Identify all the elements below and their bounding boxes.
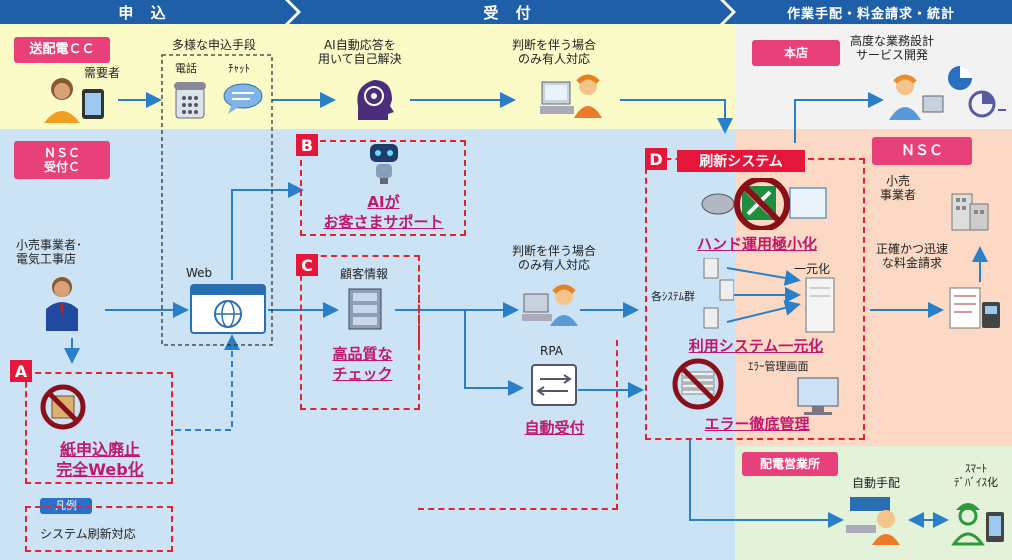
highlight-c-rpa-text: 自動受付 — [524, 419, 585, 437]
label-juyousha: 需要者 — [84, 66, 121, 80]
paper-prohibited-icon-d — [672, 358, 724, 410]
legend-box — [25, 506, 173, 552]
highlight-d-title-text: 刷新システム — [699, 154, 783, 170]
web-browser-icon — [190, 284, 266, 334]
operator-icon-2 — [522, 282, 584, 328]
customer-icon — [40, 75, 110, 123]
smart-device-worker-icon — [948, 494, 1008, 546]
dispatch-operator-icon — [846, 493, 912, 545]
letter-c: C — [296, 254, 318, 276]
label-chat: ﾁｬｯﾄ — [228, 62, 250, 75]
label-ai-jido: AI自動応答を 用いて自己解決 — [318, 38, 402, 66]
highlight-d-error: エラー徹底管理 — [704, 415, 810, 433]
highlight-d-riyou: 利用システム一元化 — [688, 337, 824, 355]
billing-icon — [944, 286, 1004, 330]
rpa-icon — [530, 363, 578, 407]
label-web: Web — [186, 266, 213, 280]
label-seikaku: 正確かつ迅速 な料金請求 — [876, 242, 949, 270]
label-tayou: 多様な申込手段 — [172, 38, 257, 52]
excel-prohibited-icon — [698, 178, 838, 230]
label-jido-tehai: 自動手配 — [852, 476, 901, 490]
highlight-b-box — [300, 140, 466, 236]
highlight-d-title: 刷新システム — [677, 150, 805, 172]
label-rpa: RPA — [540, 344, 564, 358]
label-kouri-jigyousha: 小売 事業者 — [880, 174, 917, 202]
highlight-c-text: 高品質な チェック — [332, 345, 393, 383]
system-servers-icon — [700, 258, 734, 332]
label-handan1: 判断を伴う場合 のみ有人対応 — [512, 38, 597, 66]
label-kokyaku: 顧客情報 — [340, 267, 389, 281]
highlight-c-box3 — [418, 255, 420, 345]
zone-nsc-uketsuke — [0, 129, 735, 560]
header-phase2: 受 付 — [483, 3, 537, 22]
label-ichigenka: 一元化 — [794, 262, 831, 276]
highlight-c-box2 — [418, 340, 618, 510]
label-kodo: 高度な業務設計 サービス開発 — [850, 34, 935, 62]
tag-soden: 送配電ＣＣ — [14, 37, 110, 63]
highlight-d-hand: ハンド運用極小化 — [696, 235, 817, 253]
analytics-icon — [942, 62, 1006, 122]
header-phase1: 申 込 — [118, 3, 172, 22]
highlight-a-text: 紙申込廃止 完全Web化 — [56, 440, 144, 479]
label-denwa: 電話 — [175, 62, 197, 75]
legend-chip-text: 凡例 — [55, 499, 77, 512]
label-handan2: 判断を伴う場合 のみ有人対応 — [512, 244, 597, 272]
highlight-a-box — [25, 372, 173, 484]
chat-icon — [222, 82, 264, 116]
label-error-kanri: ｴﾗｰ管理画面 — [748, 360, 809, 373]
letter-a: A — [10, 360, 32, 382]
label-kouri-denki: 小売事業者･ 電気工事店 — [16, 238, 83, 266]
tag-haiden: 配電営業所 — [742, 452, 838, 476]
tag-nsc: ＮＳＣ — [872, 137, 972, 165]
label-shisutemu-gun: 各ｼｽﾃﾑ群 — [651, 290, 695, 303]
letter-b: B — [296, 134, 318, 156]
building-icon — [948, 188, 992, 232]
error-monitor-icon — [792, 376, 844, 416]
ai-robot-icon — [366, 142, 402, 184]
tag-nsc-uketsuke-text: ＮＳＣ 受付Ｃ — [43, 146, 80, 174]
label-smart: ｽﾏｰﾄ ﾃﾞﾊﾞｲｽ化 — [954, 462, 998, 489]
ai-head-icon — [352, 76, 396, 122]
highlight-b-text: AIが お客さまサポート — [323, 193, 444, 231]
paper-prohibited-icon-a — [40, 384, 86, 430]
header-phase3: 作業手配・料金請求・統計 — [786, 6, 955, 22]
tag-honten: 本店 — [752, 40, 840, 66]
legend-desc: システム刷新対応 — [40, 527, 136, 541]
tag-nsc-uketsuke: ＮＳＣ 受付Ｃ — [14, 141, 110, 179]
database-server-icon — [345, 285, 385, 333]
retailer-person-icon — [42, 275, 82, 333]
operator-icon-1 — [540, 72, 610, 120]
letter-d: D — [645, 148, 667, 170]
phone-icon — [172, 80, 208, 120]
header-bar — [0, 0, 1012, 24]
honten-staff-icon — [885, 72, 945, 122]
central-server-icon — [800, 276, 840, 334]
